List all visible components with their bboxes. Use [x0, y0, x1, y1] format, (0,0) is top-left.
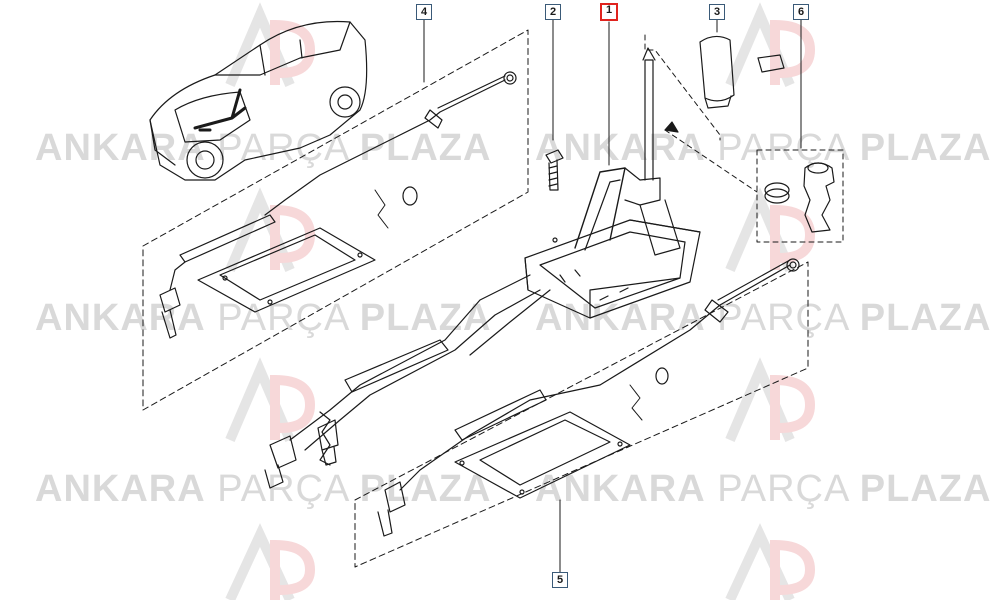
callout-3[interactable]: 3 — [709, 4, 725, 20]
watermark-text: ANKARA PARÇA PLAZA — [35, 297, 492, 339]
watermark-logo — [225, 2, 316, 87]
part4-cable — [159, 71, 517, 339]
watermark-text: ANKARA PARÇA PLAZA — [35, 127, 492, 169]
watermark-logo — [225, 523, 316, 600]
callout-4[interactable]: 4 — [416, 4, 432, 20]
leader-lines — [423, 19, 802, 573]
watermark-logo — [725, 187, 816, 272]
watermark-text: ANKARA PARÇA PLAZA — [535, 297, 992, 339]
part6-boundary — [756, 149, 844, 243]
watermark-logo — [725, 2, 816, 87]
watermark-logo — [725, 357, 816, 442]
arrow-icon — [664, 121, 679, 133]
callout-6[interactable]: 6 — [793, 4, 809, 20]
part5-plate — [454, 411, 631, 499]
watermark-logo — [725, 523, 816, 600]
car-illustration — [149, 20, 368, 181]
part3-leader — [644, 34, 721, 141]
callout-5[interactable]: 5 — [552, 572, 568, 588]
watermark-logo — [225, 357, 316, 442]
part2-bolt — [545, 149, 564, 191]
callout-2[interactable]: 2 — [545, 4, 561, 20]
part4-plate — [197, 227, 376, 313]
watermark-text: ANKARA PARÇA PLAZA — [35, 468, 492, 510]
watermark-text: ANKARA PARÇA PLAZA — [535, 127, 992, 169]
watermark-logo — [225, 187, 316, 272]
part5-boundary — [354, 261, 809, 568]
part3-knob — [699, 35, 785, 109]
part4-boundary — [142, 29, 529, 411]
part6-leader — [664, 129, 758, 193]
part1-shifter — [524, 47, 701, 319]
callout-1[interactable]: 1 — [600, 3, 618, 21]
main-cables — [264, 274, 551, 489]
part6-bushings — [764, 162, 835, 233]
part5-cable — [377, 258, 800, 537]
